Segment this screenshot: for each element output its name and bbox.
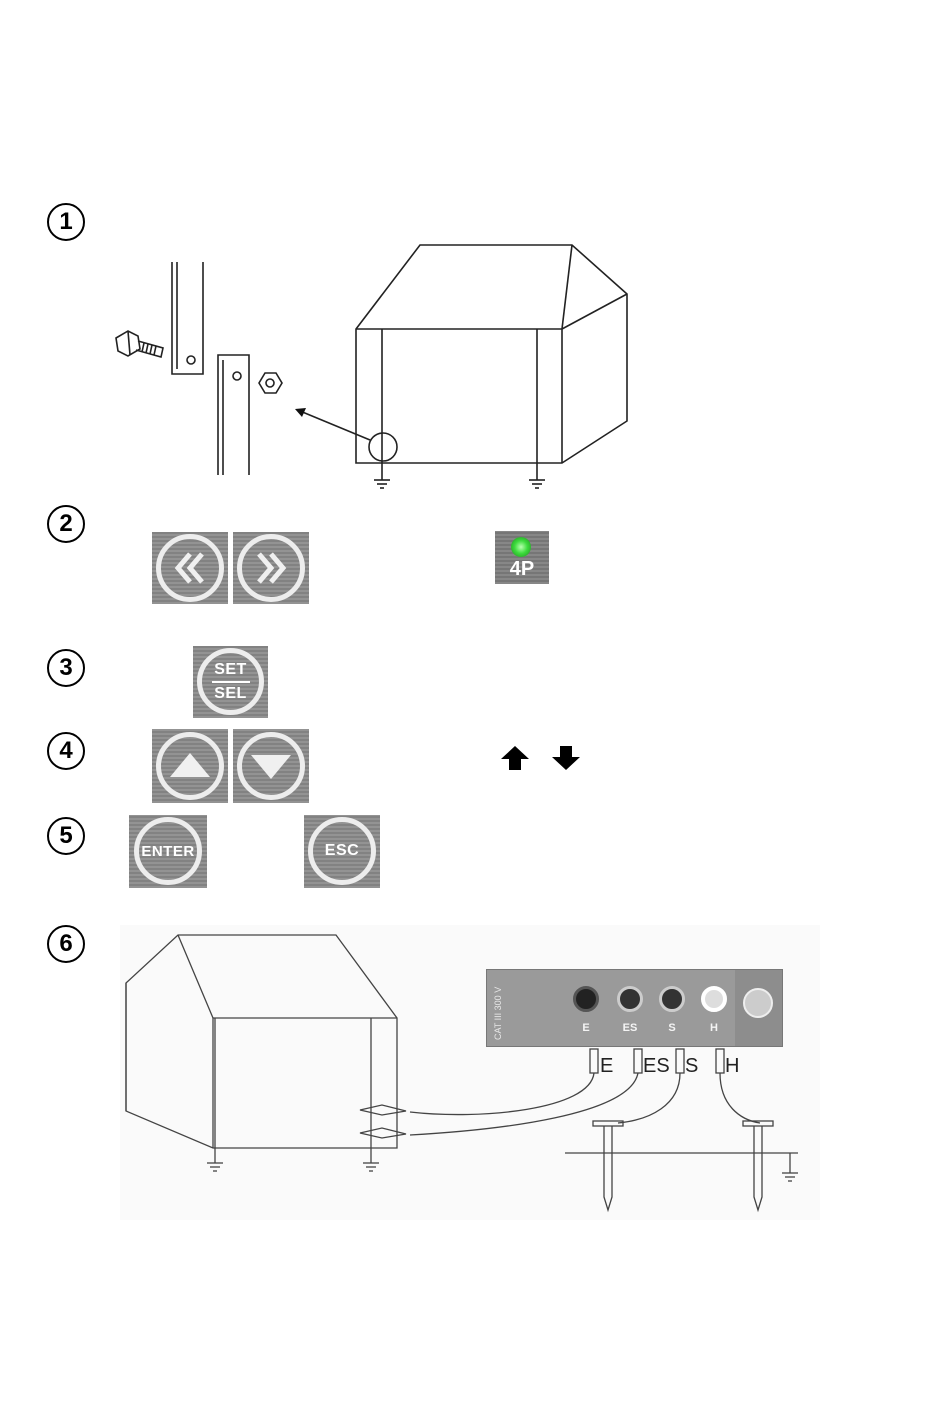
terminal-label-e: E (573, 1022, 599, 1034)
esc-key[interactable]: ESC (304, 815, 380, 888)
jack-s[interactable] (659, 986, 685, 1012)
step-number-1: 1 (47, 203, 85, 241)
double-chevron-right-icon (251, 548, 291, 588)
probe-label-es: ES (643, 1055, 670, 1078)
instrument-terminal-panel: CAT III 300 V E ES S H (486, 969, 783, 1047)
terminal-label-es: ES (613, 1022, 647, 1034)
arrow-down-icon (551, 745, 581, 771)
sel-label: SEL (214, 685, 247, 703)
step-number-3: 3 (47, 649, 85, 687)
set-label: SET (214, 661, 247, 679)
mode-label: 4P (495, 558, 549, 581)
probe-label-s: S (685, 1055, 698, 1078)
jack-h[interactable] (701, 986, 727, 1012)
measurement-setup-diagram: CAT III 300 V E ES S H E ES S H (120, 925, 820, 1220)
step-number-2: 2 (47, 505, 85, 543)
left-key[interactable] (152, 532, 228, 604)
step-number-4: 4 (47, 732, 85, 770)
divider (212, 681, 250, 683)
grounding-connection-illustration (100, 235, 660, 495)
right-key[interactable] (233, 532, 309, 604)
led-green-icon (511, 537, 531, 557)
clamp-socket-icon (743, 988, 773, 1018)
terminal-label-h: H (701, 1022, 727, 1034)
jack-es[interactable] (617, 986, 643, 1012)
step-number-6: 6 (47, 925, 85, 963)
set-sel-key[interactable]: SET SEL (193, 646, 268, 718)
mode-indicator-4p: 4P (495, 531, 549, 584)
triangle-up-icon (168, 751, 212, 781)
step-number-5: 5 (47, 817, 85, 855)
esc-label: ESC (325, 842, 359, 860)
up-key[interactable] (152, 729, 228, 803)
terminal-label-s: S (659, 1022, 685, 1034)
triangle-down-icon (249, 751, 293, 781)
jack-e[interactable] (573, 986, 599, 1012)
down-key[interactable] (233, 729, 309, 803)
enter-label: ENTER (141, 843, 194, 860)
cat-rating-label: CAT III 300 V (493, 976, 503, 1040)
arrow-up-icon (500, 745, 530, 771)
probe-label-e: E (600, 1055, 613, 1078)
enter-key[interactable]: ENTER (129, 815, 207, 888)
probe-label-h: H (725, 1055, 739, 1078)
double-chevron-left-icon (170, 548, 210, 588)
